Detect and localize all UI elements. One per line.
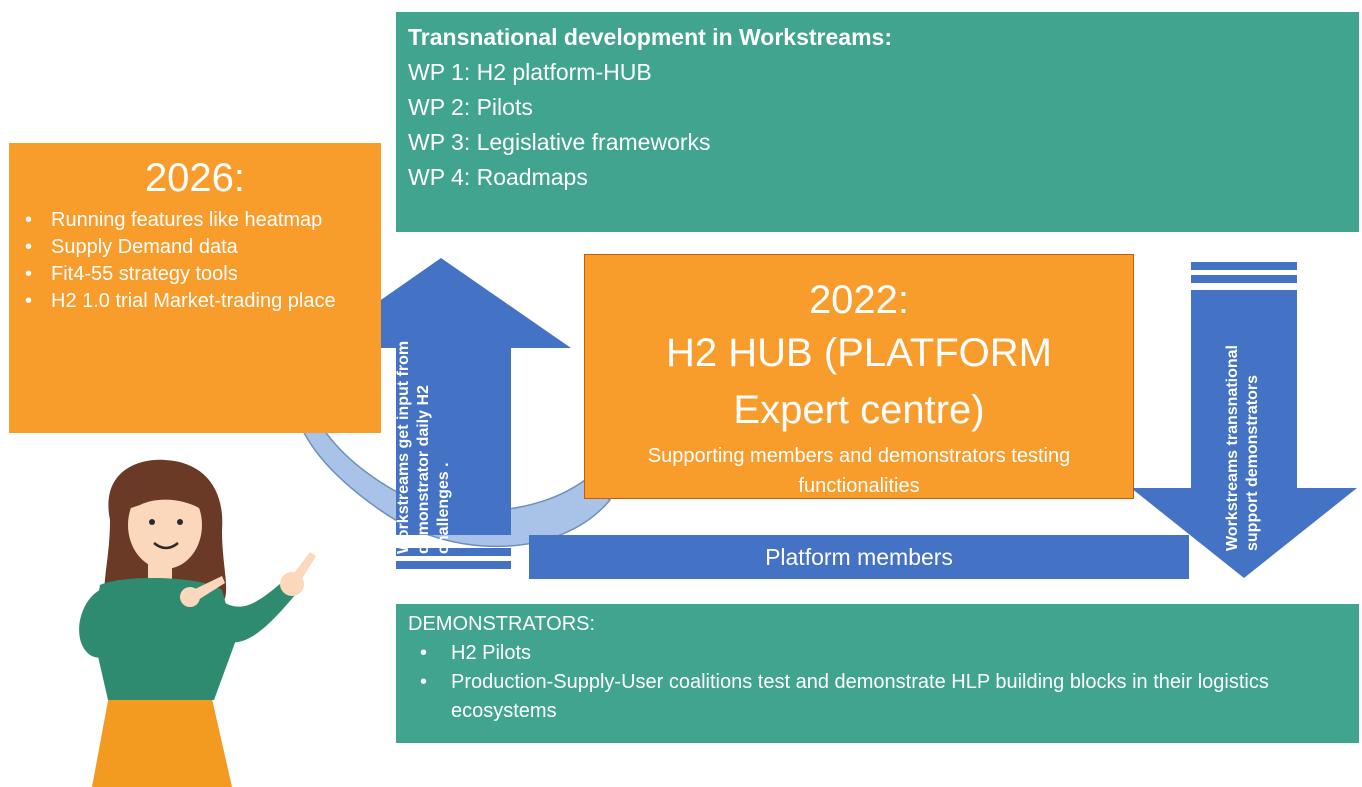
down-arrow-text: Workstreams transnational support demons…	[1223, 321, 1287, 551]
woman-pointing-illustration-icon	[79, 459, 316, 787]
workstream-item: WP 3: Legislative frameworks	[408, 129, 711, 155]
workstream-item: WP 1: H2 platform-HUB	[408, 59, 652, 85]
demonstrator-item: H2 Pilots	[420, 639, 1347, 668]
workstreams-box: Transnational development in Workstreams…	[396, 12, 1359, 232]
hub-title-line1: H2 HUB (PLATFORM	[666, 331, 1052, 375]
demonstrator-item: Production-Supply-User coalitions test a…	[420, 668, 1347, 726]
box-2026: 2026: Running features like heatmap Supp…	[9, 143, 381, 433]
down-arrow-icon	[1131, 262, 1357, 578]
up-arrow-text: Workstreams get input from demonstrator …	[394, 314, 458, 554]
workstream-item: WP 2: Pilots	[408, 94, 533, 120]
hub-subtitle: Supporting members and demonstrators tes…	[647, 445, 1071, 497]
down-arrow-label: Workstreams transnational support demons…	[1224, 345, 1261, 551]
features-list: Running features like heatmap Supply Dem…	[21, 207, 369, 315]
workstream-item: WP 4: Roadmaps	[408, 164, 588, 190]
up-arrow-label: Workstreams get input from demonstrator …	[395, 340, 452, 554]
year-2022: 2022:	[808, 278, 910, 322]
year-2026: 2026:	[144, 156, 246, 200]
feature-item: Supply Demand data	[25, 234, 369, 261]
platform-members-bar: Platform members	[529, 535, 1189, 579]
box-2022-hub: 2022: H2 HUB (PLATFORM Expert centre) Su…	[584, 254, 1134, 499]
demonstrators-title: DEMONSTRATORS:	[408, 613, 596, 635]
workstreams-title: Transnational development in Workstreams…	[408, 24, 892, 50]
hub-title-line2: Expert centre)	[733, 388, 985, 432]
feature-item: H2 1.0 trial Market-trading place	[25, 288, 369, 315]
feature-item: Running features like heatmap	[25, 207, 369, 234]
demonstrators-box: DEMONSTRATORS: H2 Pilots Production-Supp…	[396, 604, 1359, 743]
feature-item: Fit4-55 strategy tools	[25, 261, 369, 288]
demonstrators-list: H2 Pilots Production-Supply-User coaliti…	[408, 639, 1347, 726]
